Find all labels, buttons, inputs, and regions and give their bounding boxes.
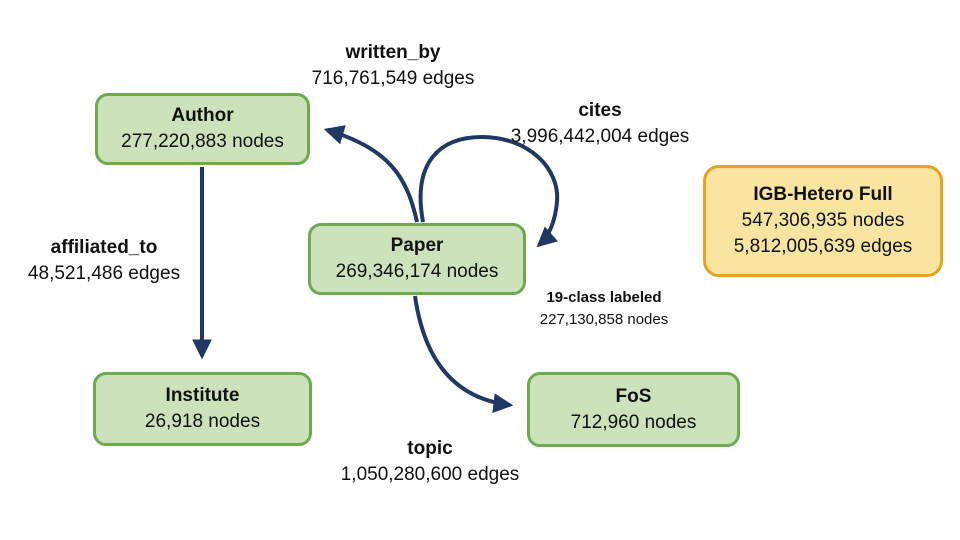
affiliated-to-name: affiliated_to	[50, 237, 158, 258]
institute-node-box: Institute 26,918 nodes	[93, 372, 312, 446]
author-node-title: Author	[171, 105, 234, 126]
written-by-arrow	[323, 125, 419, 223]
paper-node-box: Paper 269,346,174 nodes	[308, 223, 526, 295]
fos-node-count: 712,960 nodes	[570, 411, 697, 433]
cites-count: 3,996,442,004 edges	[510, 126, 690, 147]
author-node-box: Author 277,220,883 nodes	[95, 93, 310, 165]
topic-name: topic	[407, 438, 453, 459]
dataset-summary-title: IGB-Hetero Full	[753, 184, 893, 205]
labeled-nodes-title: 19-class labeled	[546, 289, 662, 306]
paper-node-count: 269,346,174 nodes	[335, 261, 499, 282]
written-by-name: written_by	[345, 42, 441, 63]
paper-node-title: Paper	[390, 235, 444, 256]
labeled-nodes-count: 227,130,858 nodes	[539, 311, 669, 328]
author-node-count: 277,220,883 nodes	[121, 131, 284, 152]
dataset-summary-box: IGB-Hetero Full 547,306,935 nodes 5,812,…	[703, 165, 943, 277]
written-by-count: 716,761,549 edges	[311, 68, 475, 89]
topic-label: topic 1,050,280,600 edges	[341, 436, 520, 488]
dataset-summary-edges: 5,812,005,639 edges	[733, 236, 913, 257]
affiliated-to-label: affiliated_to 48,521,486 edges	[28, 235, 180, 287]
institute-node-count: 26,918 nodes	[144, 411, 261, 432]
cites-name: cites	[578, 100, 622, 121]
topic-arrow	[413, 295, 514, 414]
cites-label: cites 3,996,442,004 edges	[511, 98, 690, 150]
written-by-label: written_by 716,761,549 edges	[312, 40, 475, 92]
cites-arrow	[418, 134, 560, 248]
affiliated-to-count: 48,521,486 edges	[27, 263, 181, 284]
fos-node-box: FoS 712,960 nodes	[527, 372, 740, 447]
dataset-summary-nodes: 547,306,935 nodes	[741, 210, 905, 231]
fos-node-title: FoS	[615, 385, 652, 407]
labeled-nodes-annotation: 19-class labeled 227,130,858 nodes	[540, 287, 668, 331]
topic-count: 1,050,280,600 edges	[340, 464, 520, 485]
institute-node-title: Institute	[165, 385, 240, 406]
